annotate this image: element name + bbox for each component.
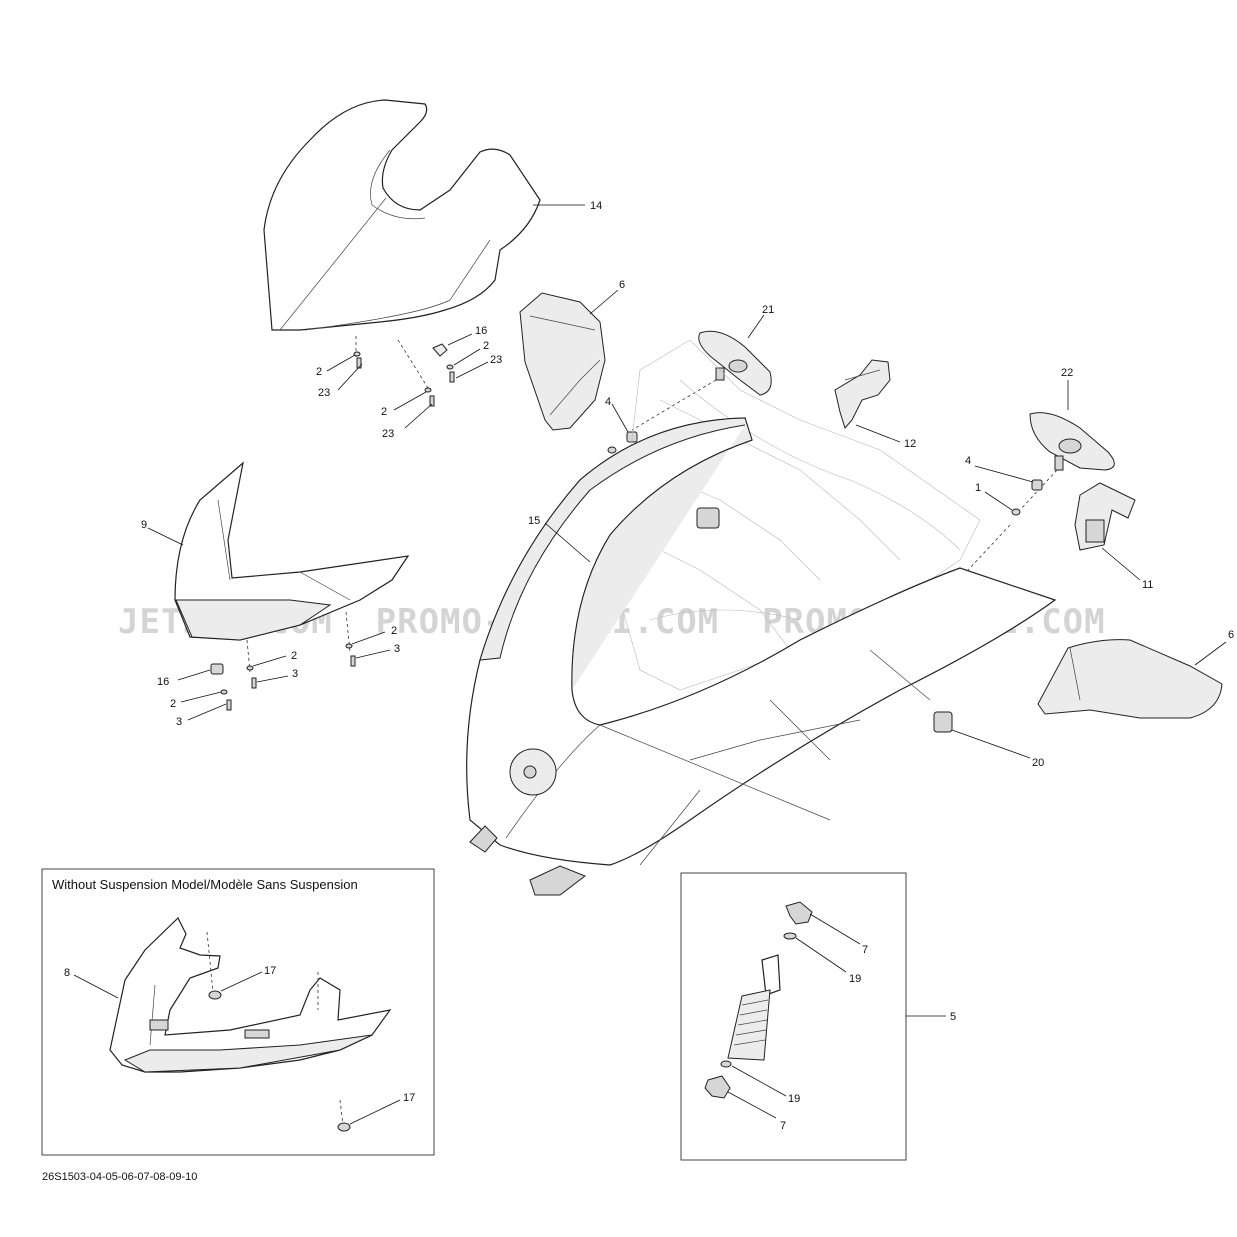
part-11-latch xyxy=(1074,482,1136,551)
inset-title: Without Suspension Model/Modèle Sans Sus… xyxy=(52,877,358,892)
callout-17b: 17 xyxy=(403,1092,415,1104)
part-21-mirror xyxy=(698,330,772,396)
part-12-bracket xyxy=(834,359,891,430)
part-6-side-panel-upper xyxy=(519,292,606,431)
callout-1b: 1 xyxy=(975,482,981,494)
callout-6a: 6 xyxy=(619,279,625,291)
part-7-fitting-bottom xyxy=(704,1075,731,1099)
part-5-shock xyxy=(727,954,781,1061)
part-8-lower-nose-no-susp xyxy=(109,916,392,1073)
part-6-side-panel-right xyxy=(1037,639,1223,719)
callout-23b: 23 xyxy=(490,354,502,366)
hardware-14 xyxy=(353,336,455,407)
callout-7b: 7 xyxy=(780,1120,786,1132)
callout-17a: 17 xyxy=(264,965,276,977)
callout-15: 15 xyxy=(528,515,540,527)
part-22-mirror xyxy=(1029,412,1115,471)
inset-without-suspension: Without Suspension Model/Modèle Sans Sus… xyxy=(41,868,435,1156)
callout-19a: 19 xyxy=(849,973,861,985)
callout-14: 14 xyxy=(590,200,602,212)
reference-code: 26S1503-04-05-06-07-08-09-10 xyxy=(42,1171,197,1183)
callout-2f: 2 xyxy=(170,698,176,710)
callout-11: 11 xyxy=(1142,579,1153,591)
callout-23c: 23 xyxy=(382,428,394,440)
callout-3c: 3 xyxy=(176,716,182,728)
hardware-22 xyxy=(1011,479,1043,516)
part-7-fitting-top xyxy=(785,901,813,925)
callout-2a: 2 xyxy=(316,366,322,378)
part-14-upper-cover xyxy=(263,99,541,331)
inset-suspension xyxy=(680,872,907,1161)
callout-5: 5 xyxy=(950,1011,956,1023)
part-19-washer-bottom xyxy=(720,1060,732,1068)
hardware-9 xyxy=(210,611,356,711)
callout-2c: 2 xyxy=(381,406,387,418)
callout-3b: 3 xyxy=(292,668,298,680)
part-15-front-body xyxy=(466,339,1057,896)
part-19-washer-top xyxy=(783,932,797,940)
callout-4a: 4 xyxy=(605,396,611,408)
callout-6b: 6 xyxy=(1228,629,1234,641)
callout-2b: 2 xyxy=(483,340,489,352)
callout-12: 12 xyxy=(904,438,916,450)
callout-16a: 16 xyxy=(475,325,487,337)
callout-16b: 16 xyxy=(157,676,169,688)
callout-9: 9 xyxy=(141,519,147,531)
callout-21: 21 xyxy=(762,304,774,316)
callout-19b: 19 xyxy=(788,1093,800,1105)
callout-8: 8 xyxy=(64,967,70,979)
callout-20: 20 xyxy=(1032,757,1044,769)
part-20-clip xyxy=(933,711,953,733)
callout-23a: 23 xyxy=(318,387,330,399)
callout-4b: 4 xyxy=(965,455,971,467)
callout-3a: 3 xyxy=(394,643,400,655)
callout-22: 22 xyxy=(1061,367,1073,379)
callout-7a: 7 xyxy=(862,944,868,956)
callout-2d: 2 xyxy=(391,625,397,637)
part-9-lower-nose xyxy=(174,461,410,641)
callout-2e: 2 xyxy=(291,650,297,662)
